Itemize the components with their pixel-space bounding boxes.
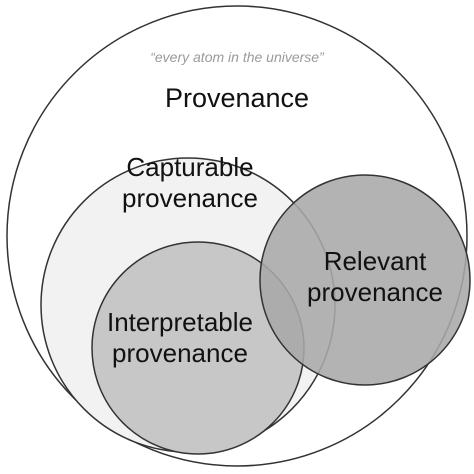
relevant-label-line2: provenance	[307, 276, 443, 307]
interpretable-label: Interpretable provenance	[60, 307, 300, 368]
capturable-label: Capturable provenance	[70, 152, 310, 213]
universe-note: “every atom in the universe”	[150, 49, 324, 65]
capturable-label-line2: provenance	[122, 182, 258, 213]
capturable-label-line1: Capturable	[126, 152, 254, 182]
interpretable-label-line2: provenance	[112, 337, 248, 368]
provenance-label: Provenance	[164, 83, 310, 113]
interpretable-label-line1: Interpretable	[107, 307, 253, 337]
relevant-label: Relevant provenance	[290, 246, 460, 307]
relevant-label-line1: Relevant	[323, 246, 427, 276]
relevant-circle	[259, 174, 471, 386]
